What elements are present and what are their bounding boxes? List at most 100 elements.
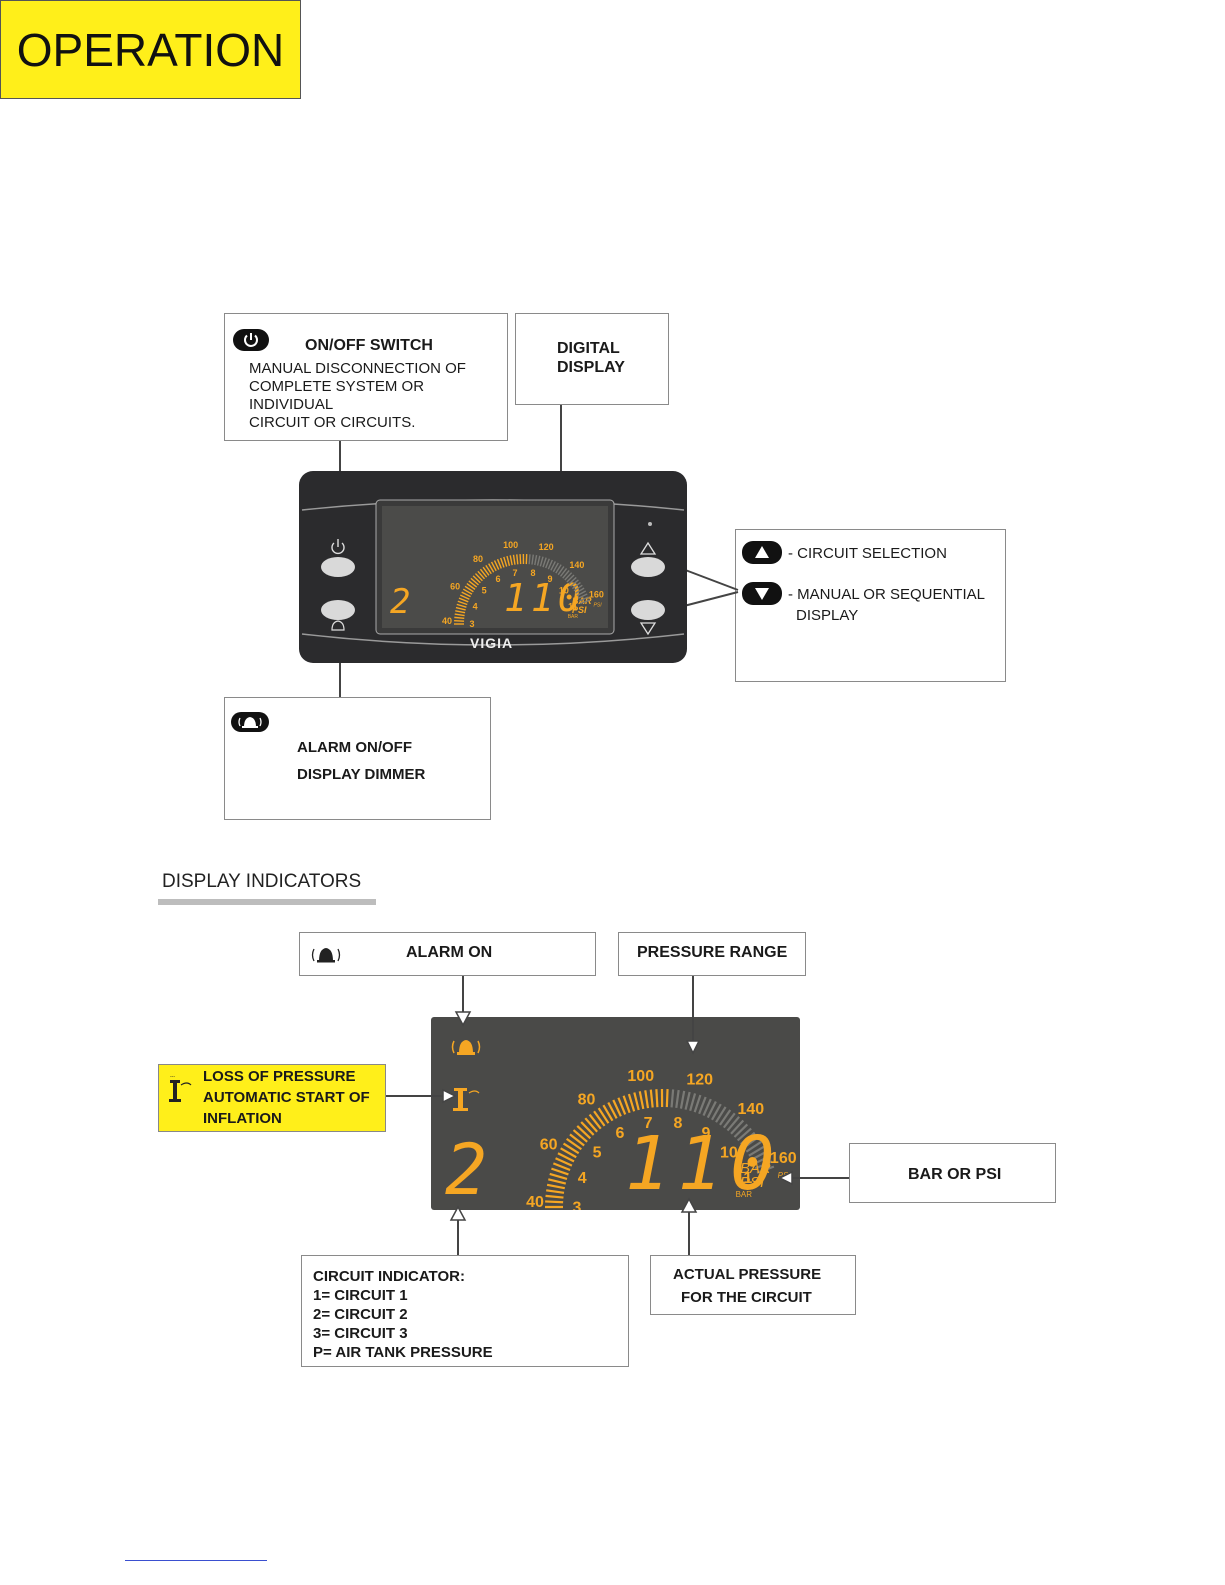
psi-tick-label: 140 <box>737 1101 764 1118</box>
gauge-segment <box>454 613 465 617</box>
alarm-bell-icon <box>231 712 269 732</box>
gauge-segment <box>607 1101 618 1119</box>
gauge-segment <box>458 597 469 603</box>
circuit-selection-callout: - CIRCUIT SELECTION - MANUAL OR SEQUENTI… <box>735 529 1006 682</box>
gauge-segment <box>754 1160 773 1170</box>
gauge-segment <box>546 1189 565 1194</box>
alarm-line-1: ALARM ON/OFF <box>297 739 412 756</box>
psi-tick-label: 60 <box>540 1137 558 1154</box>
gauge-segment <box>719 1109 732 1126</box>
gauge-segment <box>536 555 541 566</box>
gauge-segment <box>464 585 474 593</box>
down-triangle-icon <box>742 582 782 605</box>
bar-tick-label: 11 <box>568 601 578 611</box>
psi-tick-label: 140 <box>569 560 584 570</box>
gauge-segment <box>519 554 522 565</box>
digital-display-callout: DIGITAL DISPLAY <box>515 313 669 405</box>
gauge-segment <box>547 559 553 570</box>
gauge-segment <box>539 556 544 567</box>
gauge-segment <box>474 573 483 582</box>
circuit-indicator-title: CIRCUIT INDICATOR: <box>313 1268 465 1285</box>
gauge-segment <box>564 572 573 581</box>
gauge-segment <box>509 555 513 566</box>
gauge-segment <box>580 1121 595 1136</box>
gauge-segment <box>584 1117 598 1133</box>
page-title: OPERATION <box>0 0 301 99</box>
gauge-segment <box>566 574 575 583</box>
gauge-segment <box>597 1107 610 1124</box>
gauge-segment <box>493 560 500 570</box>
psi-tick-label: 120 <box>539 542 554 552</box>
gauge-segment <box>579 596 589 602</box>
up-triangle-icon <box>742 541 782 564</box>
psi-tick-label: 80 <box>473 554 483 564</box>
section-title: DISPLAY INDICATORS <box>162 871 362 892</box>
gauge-segment <box>577 593 588 599</box>
gauge-segment <box>516 554 519 565</box>
lcd-pressure-value: 110 <box>625 1121 783 1207</box>
device-body <box>299 471 687 663</box>
gauge-segment <box>550 561 556 571</box>
gauge-segment <box>552 1162 571 1172</box>
actual-pressure-callout: ACTUAL PRESSURE FOR THE CIRCUIT <box>650 1255 856 1315</box>
bar-tick-label: 8 <box>673 1115 682 1132</box>
gauge-segment <box>742 1136 759 1149</box>
gauge-segment <box>679 1090 686 1109</box>
gauge-segment <box>551 1167 569 1176</box>
gauge-segment <box>745 1140 762 1153</box>
gauge-segment <box>506 555 511 566</box>
bar-tick-label: 10 <box>720 1144 738 1161</box>
lcd-unit-psi: PSI <box>740 1174 765 1191</box>
gauge-segment <box>588 1113 602 1130</box>
gauge-segment <box>454 616 465 620</box>
gauge-segment <box>479 568 488 578</box>
psi-tick-label: 40 <box>442 616 452 626</box>
bar-tick-label: 6 <box>495 574 500 584</box>
gauge-segment <box>546 1183 565 1190</box>
top-arrows <box>332 405 739 697</box>
gauge-segment <box>748 1145 765 1157</box>
digital-line-1: DIGITAL <box>557 340 620 357</box>
bar-or-psi-callout: BAR OR PSI <box>849 1143 1056 1203</box>
gauge-segment <box>528 554 531 565</box>
gauge-segment <box>733 1123 749 1138</box>
psi-tick-label: 80 <box>578 1091 596 1108</box>
gauge-segment <box>555 564 562 574</box>
gauge-segment <box>472 575 481 584</box>
device-unit-psi: PSI <box>572 605 587 615</box>
gauge-segment <box>665 1089 669 1108</box>
loss-line-3: INFLATION <box>203 1110 282 1127</box>
pressure-range-label: PRESSURE RANGE <box>637 944 788 961</box>
gauge-segment <box>549 1172 568 1181</box>
lcd-alarm-icon <box>451 1040 481 1055</box>
onoff-line-2: COMPLETE SYSTEM OR <box>249 378 425 395</box>
bar-tick-label: 7 <box>644 1115 653 1132</box>
gauge-segment <box>693 1094 702 1113</box>
gauge-segment <box>593 1110 606 1127</box>
gauge-segment <box>711 1103 722 1121</box>
gauge-segment <box>736 1127 752 1142</box>
lcd-circuit-digit: 2 <box>445 1129 488 1211</box>
psi-unit-label: PSI <box>594 603 603 609</box>
gauge-segment <box>576 1125 592 1140</box>
gauge-segment <box>488 563 495 573</box>
circuit-indicator-callout: CIRCUIT INDICATOR: 1= CIRCUIT 1 2= CIRCU… <box>301 1255 629 1367</box>
gauge-segment <box>576 590 587 597</box>
gauge-segment <box>545 558 550 569</box>
gauge-segment <box>698 1096 707 1115</box>
alarm-bell-icon <box>311 948 341 963</box>
gauge-segment <box>715 1106 727 1123</box>
bottom-arrows <box>386 976 849 1255</box>
gauge-segment <box>580 599 591 605</box>
onoff-line-1: MANUAL DISCONNECTION OF <box>249 360 466 377</box>
gauge-segment <box>675 1089 680 1109</box>
gauge-segment <box>627 1093 636 1112</box>
gauge-segment <box>722 1112 736 1129</box>
gauge-segment <box>706 1101 717 1119</box>
bar-tick-label: 9 <box>702 1125 711 1142</box>
psi-tick-label: 100 <box>627 1068 654 1085</box>
psi-tick-label: 60 <box>450 581 460 591</box>
circuit-indicator-3: 3= CIRCUIT 3 <box>313 1325 408 1342</box>
gauge-segment <box>477 570 486 580</box>
